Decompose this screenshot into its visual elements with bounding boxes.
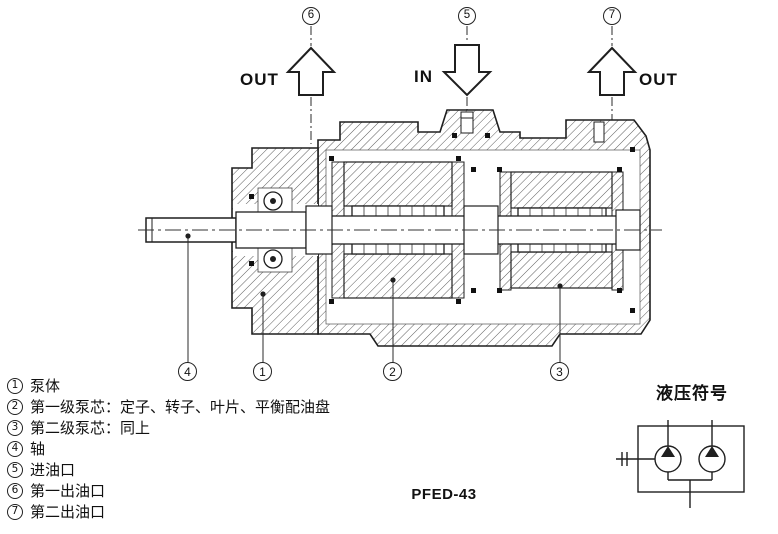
legend-item-2: 2 第一级泵芯：定子、转子、叶片、平衡配油盘	[7, 396, 330, 417]
legend-item-1: 1 泵体	[7, 375, 330, 396]
legend-item-3: 3 第二级泵芯：同上	[7, 417, 330, 438]
flow-arrows	[285, 44, 638, 97]
legend-num-5: 5	[7, 461, 23, 478]
parts-legend: 1 泵体 2 第一级泵芯：定子、转子、叶片、平衡配油盘 3 第二级泵芯：同上 4…	[7, 375, 330, 522]
legend-num-1: 1	[7, 377, 23, 394]
legend-text-4: 轴	[30, 440, 46, 458]
out1-up-arrow-icon	[285, 46, 337, 96]
legend-item-4: 4 轴	[7, 438, 330, 459]
model-label: PFED-43	[411, 486, 477, 503]
out2-up-arrow-icon	[586, 46, 638, 96]
part-callout-1: 1	[253, 362, 272, 381]
port-callout-5: 5	[458, 7, 476, 25]
legend-text-6: 第一出油口	[30, 482, 106, 500]
port-callout-7: 7	[603, 7, 621, 25]
hydraulic-symbol-title: 液压符号	[656, 384, 728, 404]
legend-text-2: 第一级泵芯：定子、转子、叶片、平衡配油盘	[30, 398, 331, 416]
legend-item-7: 7 第二出油口	[7, 501, 330, 522]
out2-label: OUT	[639, 70, 678, 89]
part-callout-3: 3	[550, 362, 569, 381]
seal-marks	[249, 133, 635, 313]
out1-label: OUT	[240, 70, 279, 89]
legend-text-1: 泵体	[30, 377, 61, 395]
in-label: IN	[414, 67, 433, 86]
legend-num-7: 7	[7, 503, 23, 520]
legend-text-3: 第二级泵芯：同上	[30, 419, 151, 437]
part-callout-4: 4	[178, 362, 197, 381]
leader-dots	[185, 233, 563, 297]
leader-lines	[187, 237, 561, 362]
port-callout-6: 6	[302, 7, 320, 25]
legend-text-7: 第二出油口	[30, 503, 106, 521]
legend-num-6: 6	[7, 482, 23, 499]
legend-text-5: 进油口	[30, 461, 76, 479]
pump-triangle-1	[661, 446, 675, 457]
legend-item-6: 6 第一出油口	[7, 480, 330, 501]
legend-item-5: 5 进油口	[7, 459, 330, 480]
legend-num-2: 2	[7, 398, 23, 415]
pump-triangle-2	[705, 446, 719, 457]
ball-bearing	[263, 191, 283, 269]
bolts	[460, 111, 605, 143]
legend-num-4: 4	[7, 440, 23, 457]
legend-num-3: 3	[7, 419, 23, 436]
hydraulic-symbol	[616, 420, 745, 508]
in-down-arrow-icon	[441, 44, 493, 97]
part-callout-2: 2	[383, 362, 402, 381]
